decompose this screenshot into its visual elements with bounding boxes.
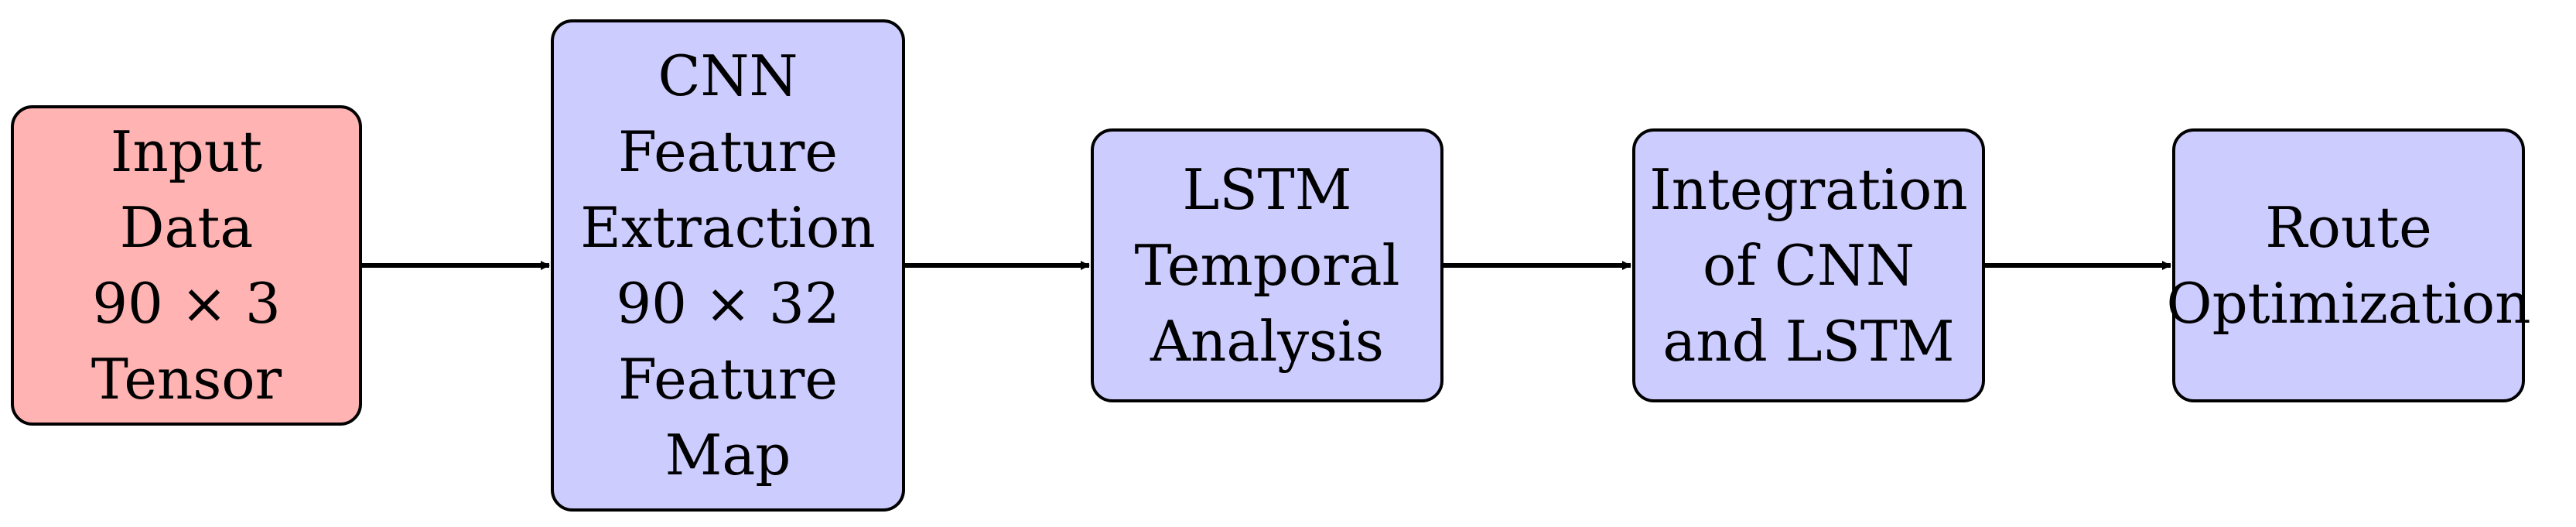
node-integration-label: Integration of CNN and LSTM — [1649, 157, 1968, 374]
node-input-data: Input Data 90 × 3 Tensor — [11, 105, 362, 426]
node-route-optimization-label: Route Optimization — [2166, 195, 2531, 336]
node-integration: Integration of CNN and LSTM — [1632, 128, 1985, 402]
node-lstm-temporal-analysis: LSTM Temporal Analysis — [1091, 128, 1443, 402]
node-route-optimization: Route Optimization — [2167, 128, 2530, 402]
node-cnn-feature-extraction: CNN Feature Extraction 90 × 32 Feature M… — [551, 19, 905, 512]
node-cnn-feature-extraction-label: CNN Feature Extraction 90 × 32 Feature M… — [580, 43, 876, 488]
node-lstm-temporal-analysis-label: LSTM Temporal Analysis — [1134, 157, 1400, 374]
node-input-data-label: Input Data 90 × 3 Tensor — [91, 119, 282, 412]
